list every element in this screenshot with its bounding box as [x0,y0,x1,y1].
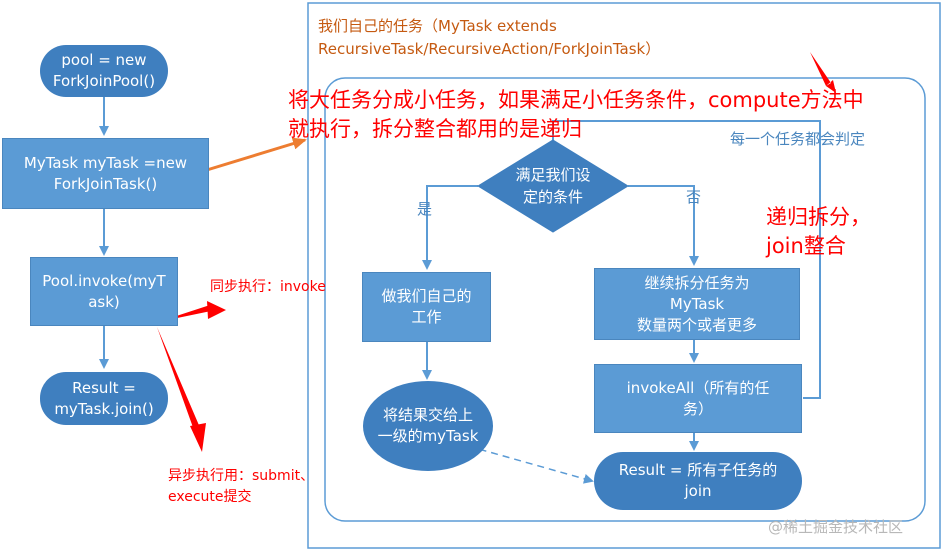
no-label: 否 [686,188,702,206]
red-arrow-async [157,327,206,452]
split-node: 继续拆分任务为 MyTask 数量两个或者更多 [594,268,800,340]
invokeall-node: invokeAll（所有的任 务） [594,364,802,433]
yes-label: 是 [417,200,433,218]
decision-diamond [477,139,629,233]
invoke-node: Pool.invoke(myT ask) [30,257,178,326]
arrow-recursion-loop [548,120,821,399]
outer-title: 我们自己的任务（MyTask extends RecursiveTask/Rec… [318,17,661,58]
sync-note: 同步执行：invoke [210,279,326,295]
arrow-no-branch [628,185,699,266]
result-node: Result = myTask.join() [40,372,168,425]
red-arrow-title [810,52,836,93]
arrow-yes-branch [422,185,478,270]
outer-frame [307,2,941,549]
inner-frame [324,77,926,522]
decision-label: 满足我们设 定的条件 [515,166,591,206]
watermark: @稀土掘金技术社区 [768,518,904,536]
do-work-node: 做我们自己的 工作 [362,272,491,342]
arrow-passup-to-result-dashed [467,445,594,484]
result-join-node: Result = 所有子任务的 join [594,452,802,510]
mytask-node: MyTask myTask =new ForkJoinTask() [2,138,209,209]
pass-up-node: 将结果交给上 一级的myTask [363,381,493,471]
orange-arrow [196,137,307,175]
compute-note: 将大任务分成小任务，如果满足小任务条件，compute方法中 就执行，拆分整合都… [288,88,864,141]
judge-note: 每一个任务都会判定 [730,130,866,148]
async-note: 异步执行用：submit、 execute提交 [168,468,315,505]
recursion-note: 递归拆分， join整合 [766,205,871,258]
pool-node: pool = new ForkJoinPool() [40,45,168,97]
